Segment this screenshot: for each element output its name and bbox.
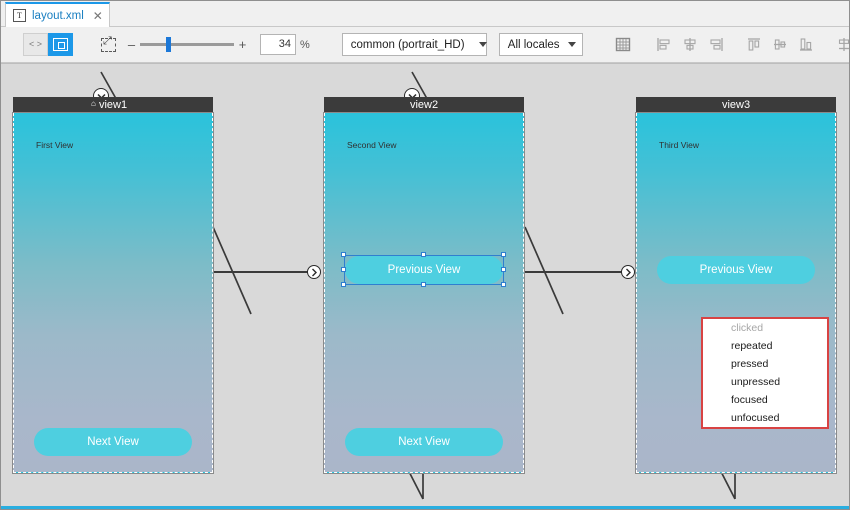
align-bottom-icon: [799, 38, 812, 51]
resize-handle-n[interactable]: [421, 252, 426, 257]
text-file-icon: T: [13, 9, 26, 22]
transition-node-1[interactable]: [307, 265, 321, 279]
tab-label: layout.xml: [32, 9, 84, 22]
view-panel-view3[interactable]: view3 Third View Previous View clicked r…: [635, 97, 837, 474]
zoom-slider-thumb[interactable]: [166, 37, 171, 52]
tab-layout-xml[interactable]: T layout.xml ✕: [5, 2, 110, 27]
view1-next-view-button[interactable]: Next View: [34, 428, 192, 456]
view3-title-label: view3: [721, 99, 751, 111]
align-left-button[interactable]: [653, 35, 675, 55]
chevron-right-icon: [625, 268, 631, 276]
tab-bar: T layout.xml ✕: [1, 1, 849, 27]
zoom-in-button[interactable]: +: [238, 37, 247, 52]
transition-diagonal-a: [212, 226, 252, 315]
horizontal-scrollbar[interactable]: [1, 506, 849, 509]
home-icon: ⌂: [91, 99, 96, 108]
view2-next-view-button[interactable]: Next View: [345, 428, 503, 456]
view3-body[interactable]: Third View Previous View clicked repeate…: [635, 112, 837, 474]
selection-frame: [344, 255, 504, 285]
code-brackets-icon: < >: [28, 39, 42, 49]
resize-handle-s[interactable]: [421, 282, 426, 287]
align-left-icon: [656, 38, 670, 51]
view2-title-bar: view2: [324, 97, 524, 113]
view2-body[interactable]: Second View Previous View Next View: [323, 112, 525, 474]
align-middle-vertical-button[interactable]: [769, 35, 791, 55]
zoom-percent-label: %: [300, 38, 310, 51]
locale-select-value: All locales: [507, 38, 560, 51]
align-horizontal-group: [651, 35, 729, 55]
align-middle-vertical-icon: [773, 39, 786, 50]
zoom-out-button[interactable]: –: [127, 37, 136, 52]
view2-content-label: Second View: [347, 140, 397, 150]
event-list-item-unpressed[interactable]: unpressed: [731, 376, 781, 388]
resize-handle-w[interactable]: [341, 267, 346, 272]
resize-handle-ne[interactable]: [501, 252, 506, 257]
distribute-group: [831, 35, 849, 55]
view3-previous-view-button[interactable]: Previous View: [657, 256, 815, 284]
view1-body[interactable]: First View Next View: [12, 112, 214, 474]
view1-title-label: view1: [98, 99, 128, 111]
grid-icon: [615, 37, 630, 52]
view3-content-label: Third View: [659, 140, 699, 150]
resize-handle-se[interactable]: [501, 282, 506, 287]
align-center-horizontal-button[interactable]: [679, 35, 701, 55]
event-list-item-clicked[interactable]: clicked: [731, 322, 764, 334]
configuration-select[interactable]: common (portrait_HD): [341, 33, 487, 56]
distribute-vertical-button[interactable]: [833, 35, 849, 55]
chevron-down-icon: [567, 42, 576, 47]
event-list-item-repeated[interactable]: repeated: [731, 340, 773, 352]
connector-lines: [100, 71, 736, 500]
chevron-down-icon: [478, 42, 487, 47]
design-view-toggle[interactable]: [48, 33, 73, 56]
zoom-control: – + 34 %: [126, 34, 310, 55]
view2-previous-view-button[interactable]: Previous View: [345, 256, 503, 284]
grid-overlay-button[interactable]: [615, 36, 631, 54]
event-list-item-focused[interactable]: focused: [731, 394, 768, 406]
view2-title-label: view2: [409, 99, 439, 111]
align-top-button[interactable]: [743, 35, 765, 55]
view-panel-view2[interactable]: view2 Second View Previous View Next Vie…: [323, 97, 525, 474]
distribute-vertical-icon: [838, 38, 849, 51]
align-center-horizontal-icon: [684, 38, 696, 51]
event-list-popup[interactable]: clicked repeated pressed unpressed focus…: [701, 317, 829, 429]
chevron-right-icon: [311, 268, 317, 276]
align-bottom-button[interactable]: [795, 35, 817, 55]
resize-handle-sw[interactable]: [341, 282, 346, 287]
view-panel-view1[interactable]: ⌂ view1 First View Next View: [12, 97, 214, 474]
editor-toolbar: < > – + 34 % common (portrait_HD) All lo…: [1, 27, 849, 63]
align-right-button[interactable]: [705, 35, 727, 55]
zoom-slider[interactable]: [140, 37, 234, 52]
event-list-item-unfocused[interactable]: unfocused: [731, 412, 780, 424]
view3-title-bar: view3: [636, 97, 836, 113]
fit-to-screen-icon: [101, 36, 116, 52]
resize-handle-e[interactable]: [501, 267, 506, 272]
resize-handle-nw[interactable]: [341, 252, 346, 257]
design-canvas[interactable]: ⌂ view1 First View Next View view2 Secon…: [1, 63, 849, 509]
event-list-item-pressed[interactable]: pressed: [731, 358, 769, 370]
view-mode-toggle-group: < >: [23, 33, 73, 56]
transition-diagonal-b: [524, 226, 564, 315]
zoom-value-input[interactable]: 34: [260, 34, 296, 55]
configuration-select-value: common (portrait_HD): [350, 38, 465, 51]
fit-to-screen-button[interactable]: [101, 35, 116, 55]
design-frame-icon: [53, 38, 68, 51]
align-top-icon: [747, 38, 760, 51]
view1-title-bar: ⌂ view1: [13, 97, 213, 113]
view1-content-label: First View: [36, 140, 74, 150]
align-vertical-group: [741, 35, 819, 55]
close-icon[interactable]: ✕: [92, 8, 103, 23]
code-view-toggle[interactable]: < >: [23, 33, 48, 56]
transition-node-2[interactable]: [621, 265, 635, 279]
locale-select[interactable]: All locales: [498, 33, 583, 56]
align-right-icon: [710, 38, 723, 51]
